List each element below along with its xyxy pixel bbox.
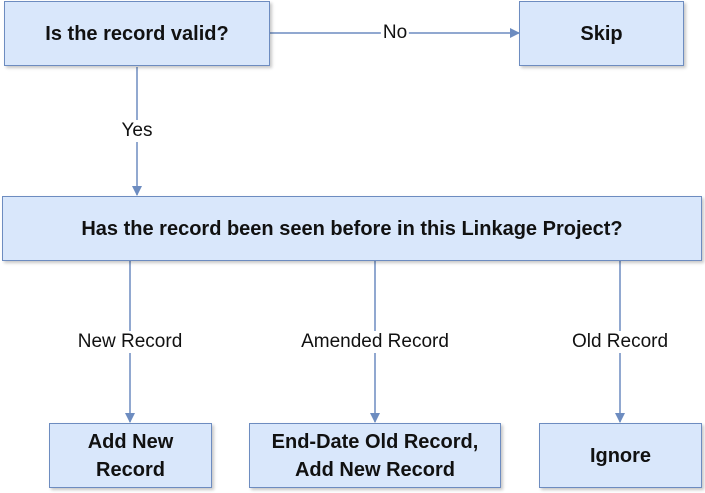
action-add-new-record-label: Add New Record [87,430,174,481]
edge-label-old-record: Old Record [569,331,671,353]
action-end-date-old-record: End-Date Old Record, Add New Record [249,423,501,488]
edge-label-yes: Yes [119,120,155,142]
decision-record-valid-label: Is the record valid? [45,22,229,45]
action-skip: Skip [519,1,684,66]
edge-label-no: No [380,22,410,44]
decision-record-valid: Is the record valid? [4,1,270,66]
decision-seen-before-label: Has the record been seen before in this … [81,217,623,240]
action-add-new-record: Add New Record [49,423,212,488]
action-end-date-old-record-label: End-Date Old Record, Add New Record [271,430,479,481]
action-skip-label: Skip [580,22,623,45]
decision-seen-before: Has the record been seen before in this … [2,196,702,261]
edge-label-new-record: New Record [75,331,185,353]
action-ignore-label: Ignore [589,444,652,467]
edge-label-amended-record: Amended Record [299,331,451,353]
action-ignore: Ignore [539,423,702,488]
